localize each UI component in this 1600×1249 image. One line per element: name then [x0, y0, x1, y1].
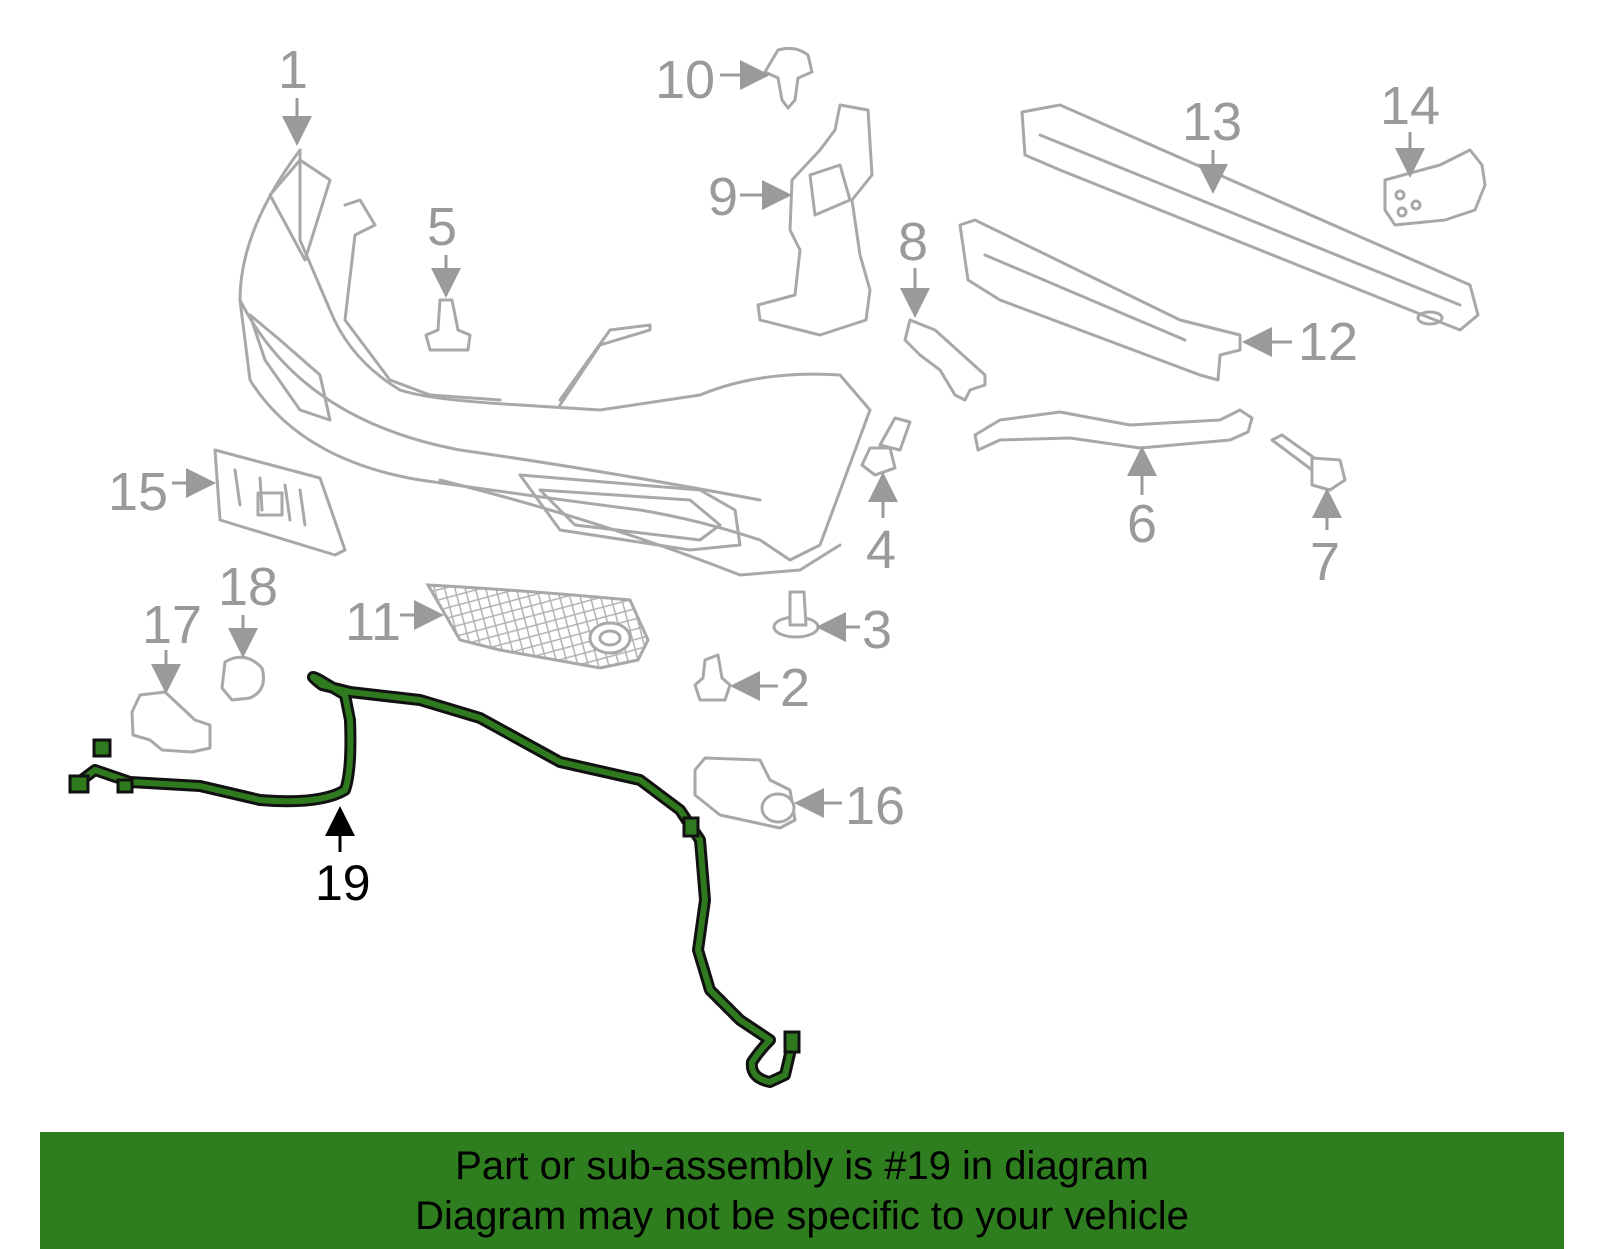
clip-part-5: 5 [424, 197, 472, 352]
bracket-part-9: 9 [708, 103, 874, 337]
svg-text:15: 15 [108, 462, 168, 522]
banner-line-2: Diagram may not be specific to your vehi… [415, 1193, 1189, 1238]
callout-19: 19 [315, 855, 371, 911]
svg-text:16: 16 [845, 776, 905, 836]
absorber-part-14: 14 [1380, 76, 1487, 227]
clip-part-10: 10 [655, 46, 814, 110]
svg-text:5: 5 [427, 197, 457, 257]
svg-text:18: 18 [218, 557, 278, 617]
svg-text:6: 6 [1127, 494, 1157, 554]
svg-text:11: 11 [345, 592, 401, 652]
wire-harness-part-19: 19 [68, 670, 801, 1088]
svg-text:17: 17 [142, 595, 202, 655]
svg-text:2: 2 [780, 658, 810, 718]
info-banner: Part or sub-assembly is #19 in diagram D… [40, 1132, 1564, 1249]
connector-part-17: 17 [130, 595, 212, 754]
absorber-part-12: 12 [958, 218, 1358, 382]
svg-text:14: 14 [1380, 76, 1440, 136]
bolt-part-4: 4 [860, 416, 912, 580]
svg-text:7: 7 [1310, 532, 1340, 592]
svg-text:9: 9 [708, 167, 738, 227]
bolt-part-7: 7 [1270, 433, 1347, 592]
svg-text:4: 4 [866, 520, 896, 580]
clip-part-2: 2 [693, 653, 810, 718]
clip-part-3: 3 [772, 590, 892, 660]
fog-grille-part-11: 11 [345, 583, 650, 670]
bracket-part-8: 8 [898, 212, 987, 402]
svg-text:1: 1 [278, 40, 308, 100]
bracket-part-6: 6 [973, 408, 1254, 554]
svg-text:10: 10 [655, 50, 715, 110]
bumper-cover-part-1 [238, 148, 872, 577]
svg-text:12: 12 [1298, 312, 1358, 372]
reinforcement-beam-part-13: 13 [1020, 92, 1480, 332]
svg-text:8: 8 [898, 212, 928, 272]
cap-part-18: 18 [218, 557, 278, 702]
svg-text:13: 13 [1182, 92, 1242, 152]
banner-line-1: Part or sub-assembly is #19 in diagram [455, 1143, 1149, 1188]
sensor-part-16: 16 [693, 756, 905, 836]
svg-text:3: 3 [862, 600, 892, 660]
license-bracket-part-15: 15 [108, 448, 347, 557]
callout-1: 1 [278, 40, 312, 146]
